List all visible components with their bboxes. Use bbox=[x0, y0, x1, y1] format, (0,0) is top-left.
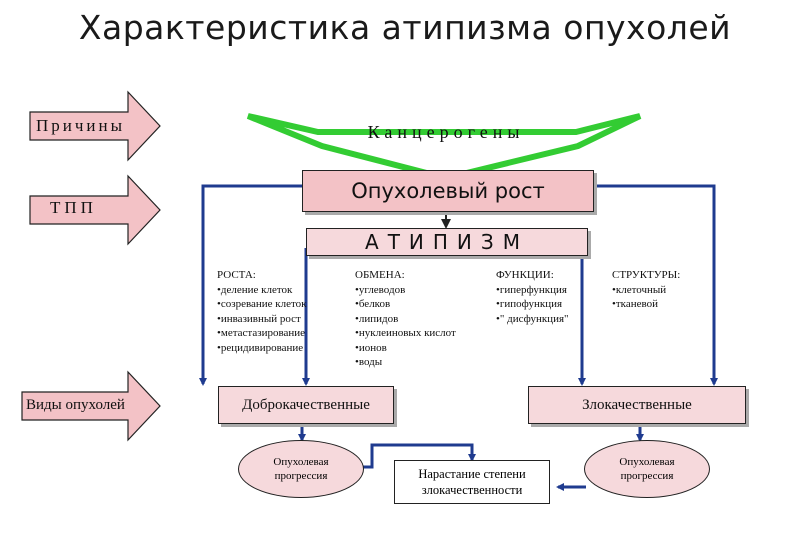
benign-label: Доброкачественные bbox=[242, 396, 370, 413]
column-function: ФУНКЦИИ: гиперфункция гипофункция " дисф… bbox=[496, 268, 569, 326]
progression-left-label: Опухолевая прогрессия bbox=[273, 456, 329, 482]
causes-arrow bbox=[29, 90, 161, 162]
list-item: клеточный bbox=[612, 283, 680, 298]
malignant-label: Злокачественные bbox=[582, 396, 692, 413]
progression-right-ellipse: Опухолевая прогрессия bbox=[584, 440, 710, 498]
column-header: ОБМЕНА: bbox=[355, 269, 405, 281]
tumor-types-label: Виды опухолей bbox=[26, 397, 125, 413]
column-header: ФУНКЦИИ: bbox=[496, 269, 554, 281]
list-item: инвазивный рост bbox=[217, 312, 307, 327]
tumor-growth-label: Опухолевый рост bbox=[351, 179, 545, 203]
progression-left-ellipse: Опухолевая прогрессия bbox=[238, 440, 364, 498]
column-metabolism: ОБМЕНА: углеводов белков липидов нуклеин… bbox=[355, 268, 456, 370]
column-header: РОСТА: bbox=[217, 269, 256, 281]
page-title: Характеристика атипизма опухолей bbox=[78, 8, 732, 47]
carcinogens-label: Канцерогены bbox=[367, 122, 525, 142]
list-item: белков bbox=[355, 297, 456, 312]
tumor-growth-box: Опухолевый рост bbox=[302, 170, 594, 212]
list-item: метастазирование bbox=[217, 326, 307, 341]
causes-label: Причины bbox=[36, 116, 126, 135]
list-item: созревание клеток bbox=[217, 297, 307, 312]
malignancy-growth-label: Нарастание степени злокачественности bbox=[418, 467, 526, 497]
column-growth: РОСТА: деление клеток созревание клеток … bbox=[217, 268, 307, 355]
tumor-types-arrow bbox=[21, 370, 161, 442]
atypism-box: АТИПИЗМ bbox=[306, 228, 588, 256]
malignant-box: Злокачественные bbox=[528, 386, 746, 424]
benign-box: Доброкачественные bbox=[218, 386, 394, 424]
malignancy-growth-box: Нарастание степени злокачественности bbox=[394, 460, 550, 504]
carcinogens-arrow bbox=[246, 113, 642, 182]
left-loop-connector bbox=[199, 184, 302, 386]
list-item: " дисфункция" bbox=[496, 312, 569, 327]
list-item: липидов bbox=[355, 312, 456, 327]
progression-right-label: Опухолевая прогрессия bbox=[619, 456, 675, 482]
tpp-label: ТПП bbox=[50, 198, 97, 217]
progression-to-malignancy-connector bbox=[362, 443, 476, 469]
list-item: гиперфункция bbox=[496, 283, 569, 298]
list-item: тканевой bbox=[612, 297, 680, 312]
list-item: рецидивирование bbox=[217, 341, 307, 356]
column-structure: СТРУКТУРЫ: клеточный тканевой bbox=[612, 268, 680, 312]
tpp-arrow bbox=[29, 174, 161, 246]
list-item: нуклеиновых кислот bbox=[355, 326, 456, 341]
right-loop-connector bbox=[594, 184, 718, 386]
column-header: СТРУКТУРЫ: bbox=[612, 269, 681, 281]
atypism-label: АТИПИЗМ bbox=[365, 230, 529, 254]
list-item: гипофункция bbox=[496, 297, 569, 312]
list-item: углеводов bbox=[355, 283, 456, 298]
list-item: ионов bbox=[355, 341, 456, 356]
list-item: деление клеток bbox=[217, 283, 307, 298]
list-item: воды bbox=[355, 355, 456, 370]
